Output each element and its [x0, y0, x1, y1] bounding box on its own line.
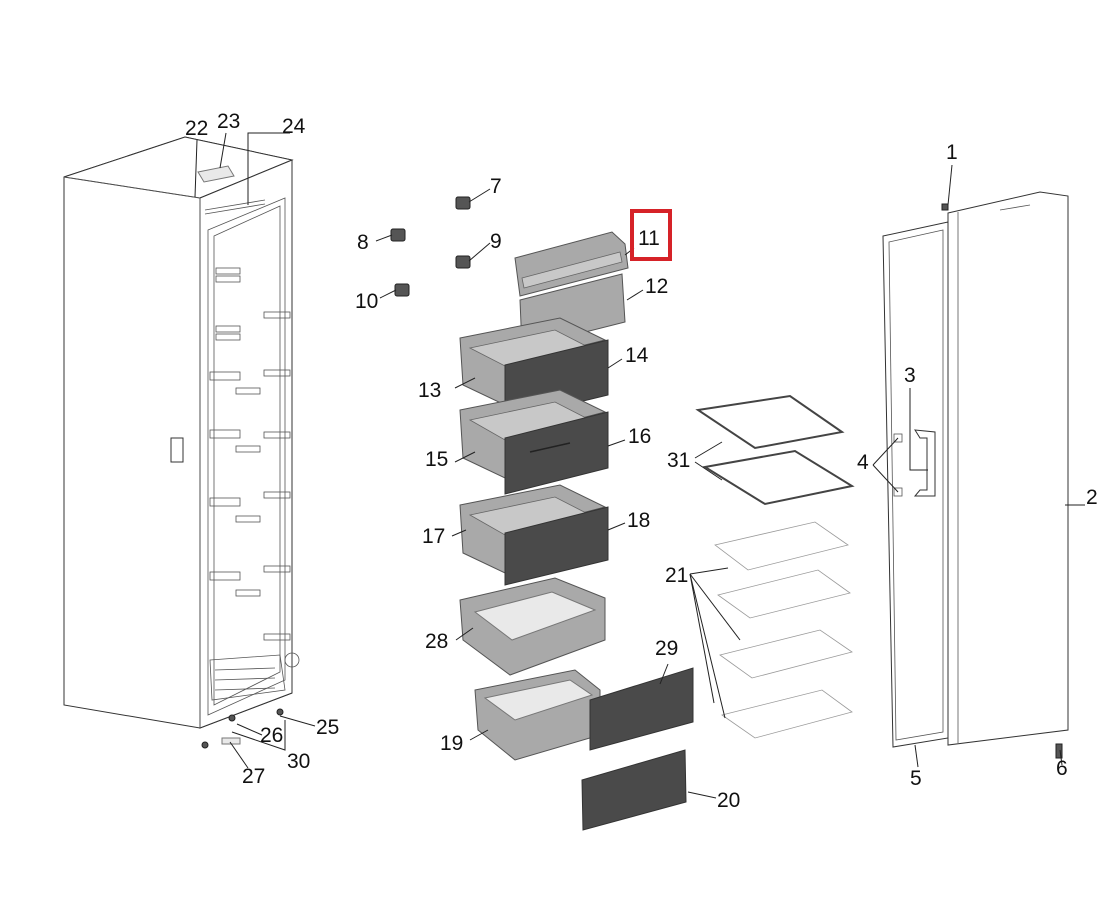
callout-24: 24 — [282, 115, 306, 138]
callout-10: 10 — [355, 290, 378, 313]
hinge-clip-10 — [394, 283, 410, 297]
callout-19: 19 — [440, 732, 463, 755]
callout-23: 23 — [217, 110, 240, 133]
callout-28: 28 — [425, 630, 448, 653]
callout-6: 6 — [1056, 757, 1068, 780]
callout-31: 31 — [667, 449, 690, 472]
glass-shelf-31a — [695, 394, 845, 450]
callout-5: 5 — [910, 767, 922, 790]
callout-9: 9 — [490, 230, 502, 253]
drawer-front-18 — [504, 506, 609, 586]
handle-clips-4 — [893, 433, 903, 497]
callout-14: 14 — [625, 344, 649, 367]
callout-30: 30 — [287, 750, 310, 773]
door-handle-3 — [913, 429, 936, 497]
cabinet-body — [63, 136, 300, 749]
callout-22: 22 — [185, 117, 208, 140]
callout-18: 18 — [627, 509, 650, 532]
glass-shelf-31b — [702, 449, 855, 506]
hinge-clip-7 — [455, 196, 471, 210]
drawer-17 — [459, 484, 607, 574]
callout-12: 12 — [645, 275, 668, 298]
callout-20: 20 — [717, 789, 740, 812]
hinge-clip-9 — [455, 255, 471, 269]
hinge-clip-8 — [390, 228, 406, 242]
callout-11: 11 — [638, 227, 660, 250]
drawer-front-20 — [581, 749, 687, 831]
callout-26: 26 — [260, 724, 283, 747]
callout-1: 1 — [946, 141, 958, 164]
callout-29: 29 — [655, 637, 678, 660]
callout-15: 15 — [425, 448, 448, 471]
callout-4: 4 — [857, 451, 869, 474]
callout-8: 8 — [357, 231, 369, 254]
callout-25: 25 — [316, 716, 339, 739]
drawer-front-29 — [589, 667, 694, 751]
callout-16: 16 — [628, 425, 651, 448]
drawer-front-16 — [504, 411, 609, 495]
callout-7: 7 — [490, 175, 502, 198]
callout-labels: 1 2 3 4 5 6 7 8 9 10 11 12 13 14 15 16 1… — [185, 110, 1098, 812]
door-assembly — [882, 191, 1069, 759]
wire-shelves-21 — [714, 521, 853, 739]
drawer-28 — [459, 577, 606, 676]
callout-27: 27 — [242, 765, 265, 788]
callout-17: 17 — [422, 525, 445, 548]
callout-2: 2 — [1086, 486, 1098, 509]
flap-part-11 — [514, 231, 629, 297]
callout-21: 21 — [665, 564, 688, 587]
callout-3: 3 — [904, 364, 916, 387]
callout-13: 13 — [418, 379, 441, 402]
highlight-box-part-11 — [630, 209, 672, 261]
drawer-19 — [474, 669, 601, 761]
